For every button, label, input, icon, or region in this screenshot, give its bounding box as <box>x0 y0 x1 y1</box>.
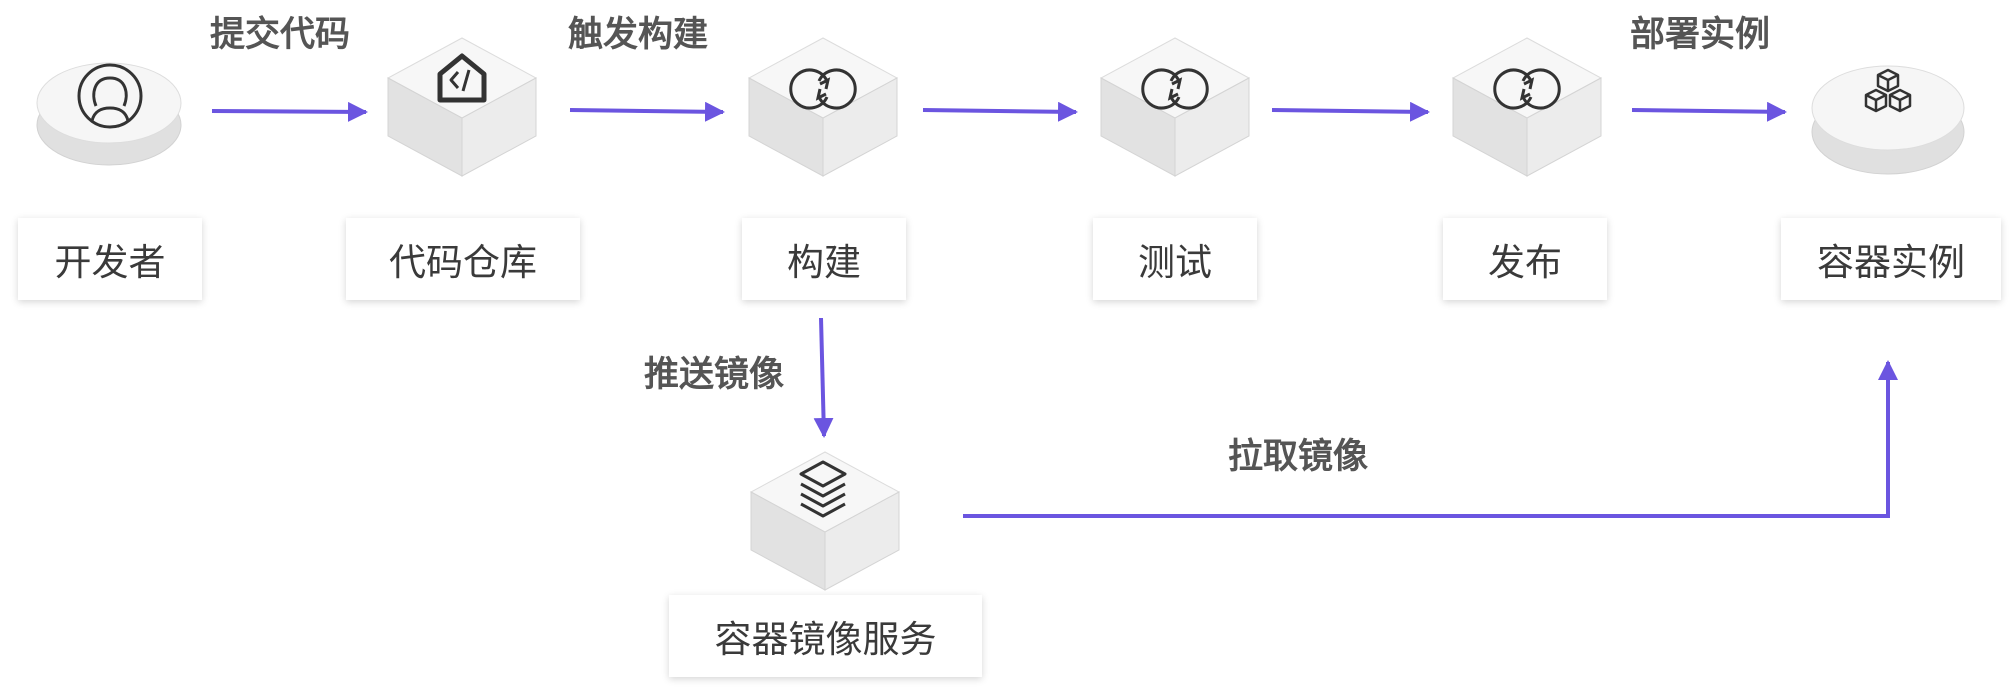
layers-icon <box>799 460 847 518</box>
release-node-icon <box>1451 37 1603 177</box>
cycle-icon <box>789 68 857 110</box>
arrow-build-to-test <box>922 101 1078 122</box>
cycle-icon <box>1141 68 1209 110</box>
arrow-repo-to-build <box>569 101 725 122</box>
node-label-developer: 开发者 <box>18 218 202 300</box>
user-icon <box>77 63 143 129</box>
node-label-code-repo: 代码仓库 <box>346 218 580 300</box>
image-registry-label: 容器镜像服务 <box>714 618 937 661</box>
edge-label-trigger-build: 触发构建 <box>568 15 709 55</box>
arrow-build-to-registry <box>813 317 834 438</box>
developer-node-icon <box>36 62 182 166</box>
edge-label-deploy-instance: 部署实例 <box>1630 15 1771 55</box>
arrow-release-to-instance <box>1631 101 1787 122</box>
node-label-container-instance: 容器实例 <box>1781 218 2001 300</box>
build-label: 构建 <box>787 241 861 284</box>
arrows <box>211 101 1898 518</box>
code-repo-icon <box>437 53 487 103</box>
arrow-registry-to-instance <box>963 360 1898 518</box>
arrow-developer-to-repo <box>211 101 368 122</box>
release-label: 发布 <box>1488 241 1562 284</box>
container-instance-label: 容器实例 <box>1817 241 1965 284</box>
build-node-icon <box>747 37 899 177</box>
edge-label-pull-image: 拉取镜像 <box>1228 437 1369 477</box>
node-label-build: 构建 <box>742 218 906 300</box>
edge-label-push-image: 推送镜像 <box>644 355 785 395</box>
cycle-icon <box>1493 68 1561 110</box>
node-label-test: 测试 <box>1093 218 1257 300</box>
developer-label: 开发者 <box>54 241 166 284</box>
node-label-image-registry: 容器镜像服务 <box>669 595 982 677</box>
container-instance-node-icon <box>1811 65 1965 175</box>
test-node-icon <box>1099 37 1251 177</box>
node-label-release: 发布 <box>1443 218 1607 300</box>
edge-label-submit-code: 提交代码 <box>210 15 351 55</box>
containers-icon <box>1864 68 1912 113</box>
arrow-test-to-release <box>1271 101 1430 122</box>
test-label: 测试 <box>1138 241 1212 284</box>
code-repo-label: 代码仓库 <box>389 241 537 284</box>
image-registry-node-icon <box>749 451 901 591</box>
code-repo-node-icon <box>386 37 538 177</box>
